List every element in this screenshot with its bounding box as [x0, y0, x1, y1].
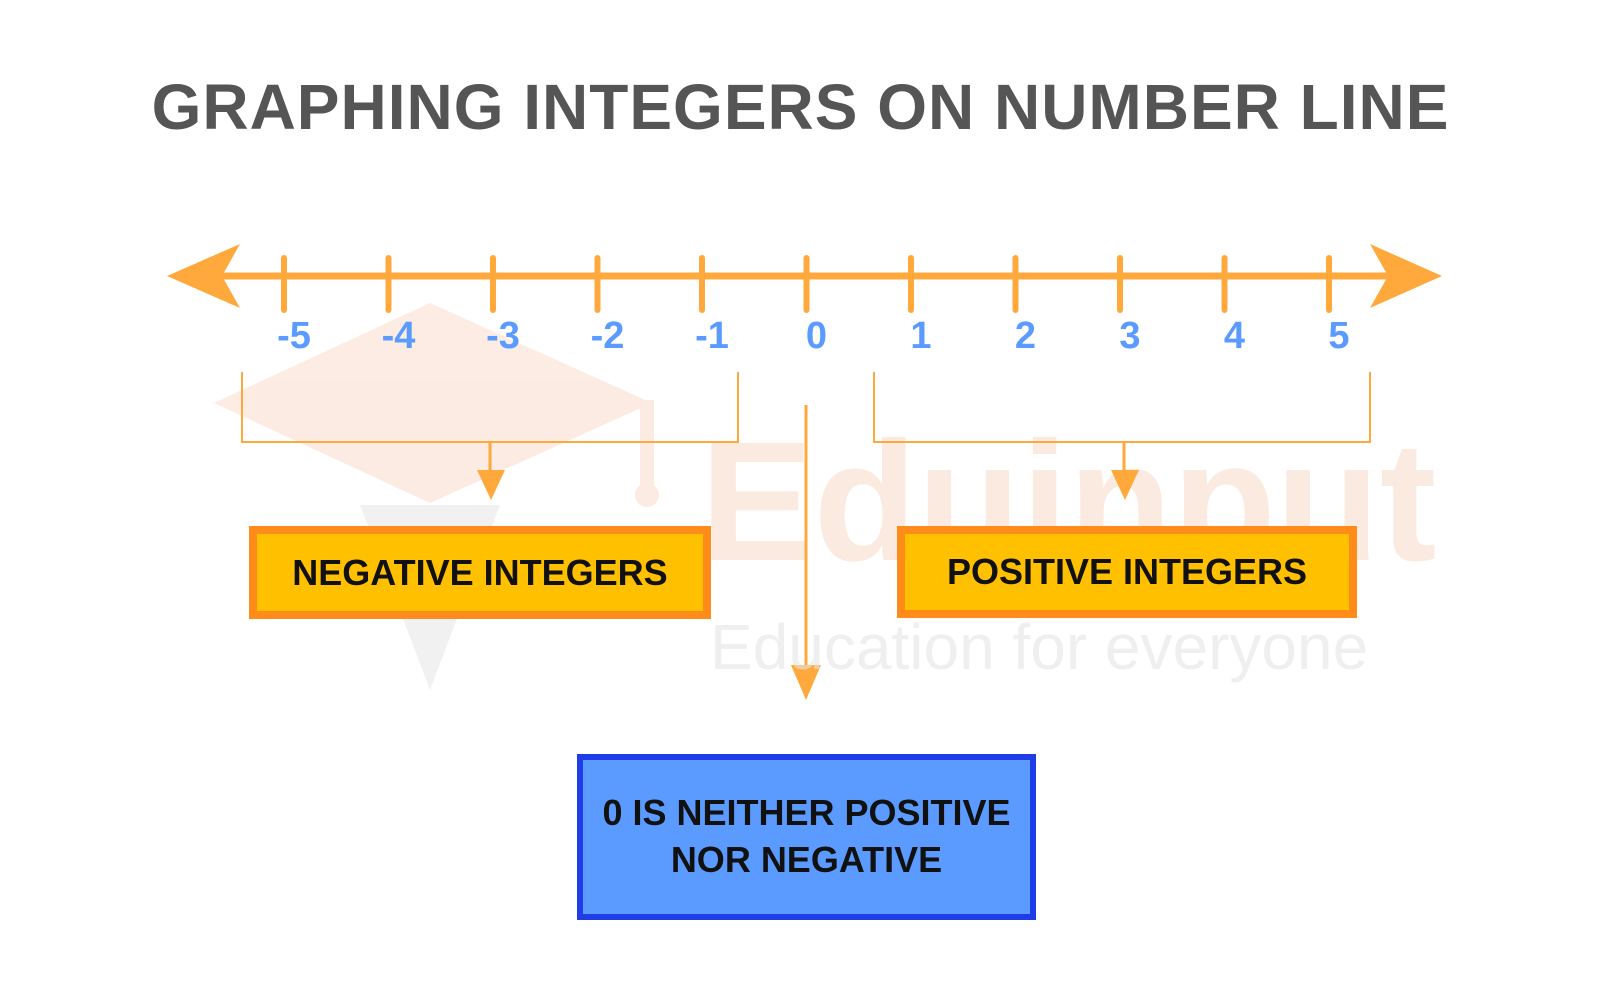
graduation-cap-icon: [214, 303, 659, 690]
positive-integers-box: POSITIVE INTEGERS: [897, 526, 1357, 618]
page-title: GRAPHING INTEGERS ON NUMBER LINE: [151, 71, 1450, 143]
zero-note-box: 0 IS NEITHER POSITIVE NOR NEGATIVE: [577, 754, 1036, 920]
tick-label: -4: [382, 315, 416, 357]
left-arrowhead: [167, 244, 240, 308]
tick-label: 1: [910, 315, 931, 357]
negative-integers-label: NEGATIVE INTEGERS: [292, 551, 668, 593]
zero-arrowhead: [791, 665, 821, 700]
zero-note-line2: NOR NEGATIVE: [670, 839, 943, 880]
negative-arrowhead: [477, 470, 505, 500]
tick-label: -1: [695, 315, 729, 357]
tick-label: -5: [277, 315, 311, 357]
positive-integers-label: POSITIVE INTEGERS: [946, 551, 1308, 592]
negative-integers-box: NEGATIVE INTEGERS: [249, 526, 711, 619]
tick-label: -2: [591, 315, 625, 357]
zero-note-line1: 0 IS NEITHER POSITIVE: [602, 792, 1011, 834]
tick-label: -3: [486, 315, 520, 357]
positive-arrowhead: [1111, 470, 1139, 500]
tick-label: 0: [806, 315, 827, 357]
positive-bracket: [873, 372, 1371, 443]
watermark-tagline: Education for everyone: [710, 611, 1369, 683]
tick-label: 2: [1015, 315, 1036, 357]
right-arrowhead: [1370, 244, 1442, 308]
tick-label: 3: [1119, 315, 1140, 357]
tick-label: 5: [1328, 315, 1349, 357]
number-line: -5 -4 -3 -2 -1 0 1 2 3 4 5: [167, 244, 1442, 700]
tick-label: 4: [1224, 315, 1245, 357]
